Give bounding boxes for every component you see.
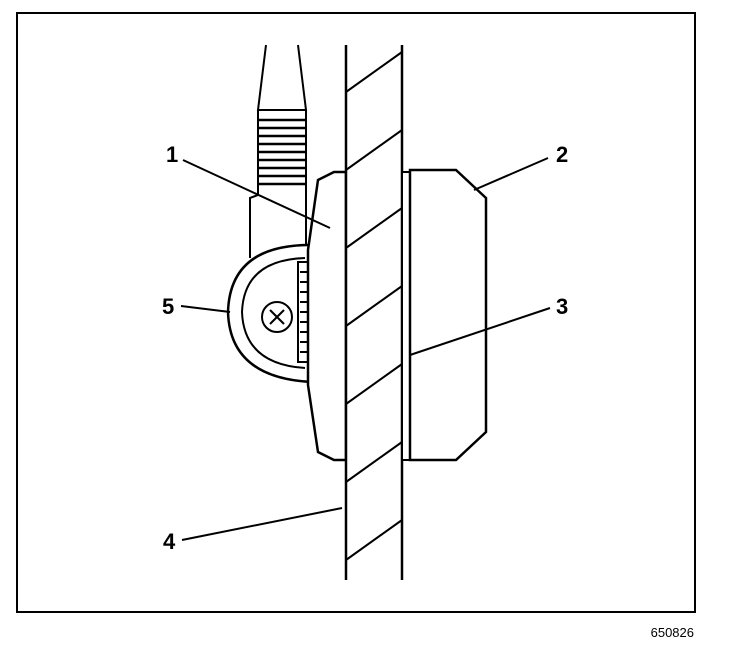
mast-base [249,194,307,258]
leader-3 [409,307,551,356]
callout-4: 4 [163,529,176,554]
callout-3: 3 [556,294,568,319]
mast-threads [258,118,306,186]
figure-frame [16,12,696,613]
inside-coupler-cap [408,168,488,462]
glass-panel [344,45,404,580]
leader-2 [473,157,549,191]
glass-hatching [345,51,403,561]
outer-gasket [306,170,348,462]
callout-5: 5 [162,294,174,319]
leader-5 [180,305,231,313]
phillips-screw-icon [261,301,293,333]
callout-2: 2 [556,142,568,167]
leader-1 [182,159,331,229]
callout-1: 1 [166,142,178,167]
leader-4 [181,507,343,541]
figure-id: 650826 [651,625,694,640]
callout-leaders [180,157,551,541]
